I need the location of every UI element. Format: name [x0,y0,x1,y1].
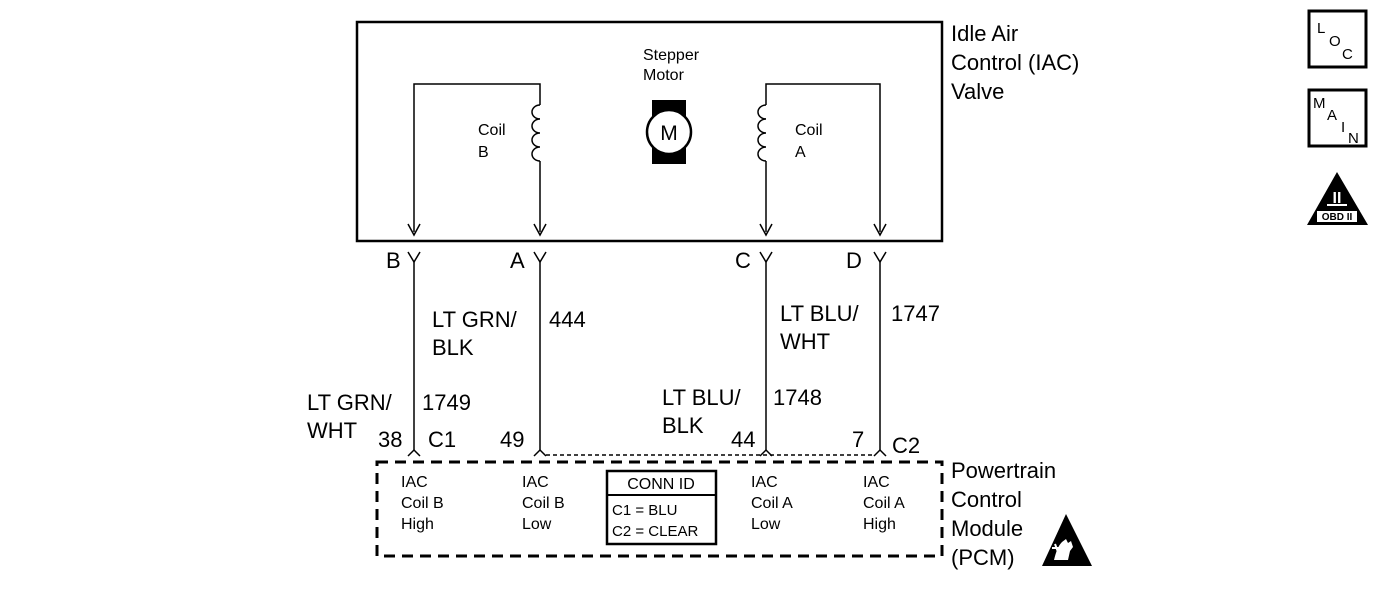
arrow-pin-b-icon [407,223,421,237]
pin-c-label: C [735,248,751,273]
valve-title: Idle Air Control (IAC) Valve [951,21,1085,104]
conn-id-title: CONN ID [627,476,695,493]
pcm-box [375,460,944,558]
wire-1747-color: LT BLU/ WHT [780,301,865,354]
pcm-pin-44: 44 [731,427,755,452]
pin-d-label: D [846,248,862,273]
connector-pins-valve [407,251,887,264]
pcm-terminal-iac-coil-b-low: IAC Coil B Low [522,474,569,533]
svg-text:C: C [1342,46,1353,63]
iac-valve-box [355,20,944,243]
coil-b-label: Coil B [478,122,510,161]
loc-icon[interactable]: L O C [1307,9,1368,69]
coil-a-label: Coil A [795,122,827,161]
conn-id-c2: C2 = CLEAR [612,523,698,540]
pcm-pin-38: 38 [378,427,402,452]
arrow-pin-c-icon [759,223,773,237]
pin-a-label: A [510,248,525,273]
coil-a-winding [757,83,881,232]
connector-pins-pcm [407,448,887,457]
svg-text:I: I [1341,119,1345,136]
pcm-terminal-iac-coil-b-high: IAC Coil B High [401,474,448,533]
wire-1749-circuit: 1749 [422,390,471,415]
pin-b-label: B [386,248,401,273]
wires [413,262,881,450]
pcm-terminal-iac-coil-a-low: IAC Coil A Low [751,474,796,533]
svg-text:II: II [1333,190,1342,207]
svg-text:A: A [1327,107,1337,124]
stepper-motor-icon: M [645,100,693,164]
pcm-pin-49: 49 [500,427,524,452]
obd-ii-icon[interactable]: II OBD II [1307,172,1368,225]
svg-text:L: L [1317,20,1325,37]
wire-1747-circuit: 1747 [891,301,940,326]
connector-c1-label: C1 [428,427,456,452]
stepper-motor-label: Stepper Motor [643,47,704,84]
wire-444-color: LT GRN/ BLK [432,307,523,360]
wire-1748-color: LT BLU/ BLK [662,385,747,438]
connector-c2-label: C2 [892,433,920,458]
coil-b-winding [413,83,541,232]
pcm-title: Powertrain Control Module (PCM) [951,458,1062,570]
wire-444-circuit: 444 [549,307,586,332]
svg-text:M: M [1313,95,1326,112]
arrow-pin-a-icon [533,223,547,237]
svg-text:O: O [1329,33,1341,50]
pcm-pin-7: 7 [852,427,864,452]
main-icon[interactable]: M A I N [1307,88,1368,148]
arrow-pin-d-icon [873,223,887,237]
conn-id-c1: C1 = BLU [612,502,677,519]
wire-1748-circuit: 1748 [773,385,822,410]
pcm-terminal-iac-coil-a-high: IAC Coil A High [863,474,908,533]
svg-text:M: M [660,122,678,145]
conn-id-box: CONN ID C1 = BLU C2 = CLEAR [605,469,718,546]
svg-text:OBD II: OBD II [1322,212,1353,223]
wire-1749-color: LT GRN/ WHT [307,390,398,443]
svg-text:N: N [1348,130,1359,147]
esd-sensitive-icon [1042,514,1092,566]
